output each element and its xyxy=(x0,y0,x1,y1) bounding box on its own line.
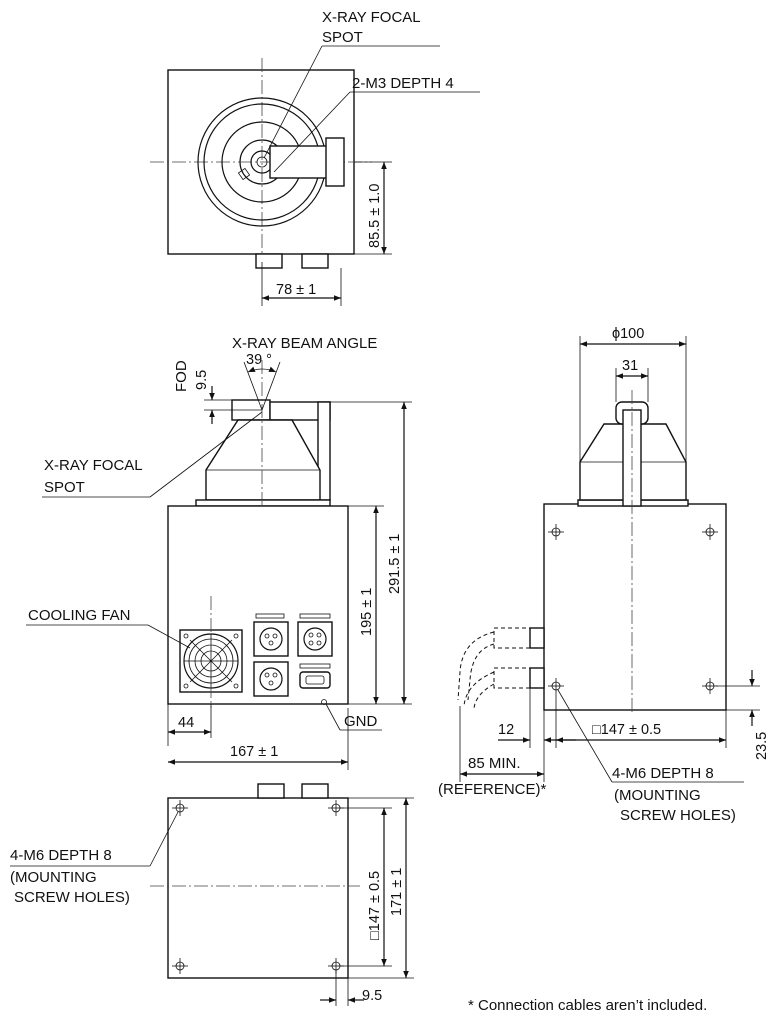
beam-angle-label: X-RAY BEAM ANGLE xyxy=(232,335,377,352)
gnd-label: GND xyxy=(344,713,378,730)
dim-12: 12 xyxy=(498,722,514,738)
dim-85-5: 85.5 ± 1.0 xyxy=(367,184,383,248)
dim-147-bottom: □147 ± 0.5 xyxy=(367,871,383,940)
bottom-m6-label-2: (MOUNTING xyxy=(10,869,97,886)
bottom-view xyxy=(10,783,414,1006)
dim-31: 31 xyxy=(622,358,638,374)
dim-9-5: 9.5 xyxy=(362,988,382,1004)
dim-85-min: 85 MIN. xyxy=(468,755,521,772)
side-m6-label-3: SCREW HOLES) xyxy=(620,807,736,824)
fod-value: 9.5 xyxy=(194,370,210,390)
m3-depth-label: 2-M3 DEPTH 4 xyxy=(352,75,454,92)
top-focal-spot-label-1: X-RAY FOCAL xyxy=(322,9,421,26)
bottom-m6-label-1: 4-M6 DEPTH 8 xyxy=(10,847,112,864)
dim-291-5: 291.5 ± 1 xyxy=(387,534,403,594)
side-m6-label-1: 4-M6 DEPTH 8 xyxy=(612,765,714,782)
dim-167: 167 ± 1 xyxy=(230,744,278,760)
dim-195: 195 ± 1 xyxy=(359,588,375,636)
dim-78: 78 ± 1 xyxy=(276,282,316,298)
dim-44: 44 xyxy=(178,715,194,731)
front-focal-spot-label-2: SPOT xyxy=(44,479,85,496)
front-focal-spot-label-1: X-RAY FOCAL xyxy=(44,457,143,474)
side-screw-holes xyxy=(548,524,718,694)
side-m6-label-2: (MOUNTING xyxy=(614,787,701,804)
side-view xyxy=(457,336,760,783)
dim-171: 171 ± 1 xyxy=(389,868,405,916)
top-view xyxy=(150,45,480,306)
front-view xyxy=(26,360,412,770)
cooling-fan-label: COOLING FAN xyxy=(28,607,131,624)
reference-label: (REFERENCE)* xyxy=(438,781,547,798)
bottom-view-body xyxy=(167,797,349,979)
dim-dia-100: ϕ100 xyxy=(612,326,644,342)
footnote: * Connection cables aren’t included. xyxy=(468,997,707,1014)
dim-23-5: 23.5 xyxy=(754,732,768,760)
dim-147-side: □147 ± 0.5 xyxy=(592,722,661,738)
bottom-m6-label-3: SCREW HOLES) xyxy=(14,889,130,906)
top-focal-spot-label-2: SPOT xyxy=(322,29,363,46)
fod-label: FOD xyxy=(173,360,190,392)
side-view-body xyxy=(543,503,727,711)
beam-angle-value: 39 ° xyxy=(246,352,272,368)
